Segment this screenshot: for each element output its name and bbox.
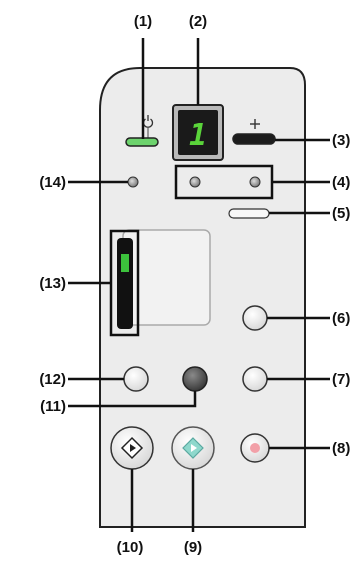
button-12[interactable] [123,366,149,392]
callout-8: (8) [332,440,350,457]
callout-10: (10) [117,539,144,556]
callout-3: (3) [332,132,350,149]
callout-4: (4) [332,174,350,191]
callout-14: (14) [39,174,66,191]
power-button[interactable] [125,115,159,147]
ink-lamp-left [189,176,201,188]
power-lamp [125,137,159,147]
callout-leaders [68,38,330,532]
button-7[interactable] [242,366,268,392]
diamond-start-icon [182,437,204,459]
plus-icon [250,119,260,129]
stop-reset-button[interactable] [240,433,270,463]
led-display: 1 [172,104,224,161]
display-digit: 1 [189,118,207,153]
callout-2: (2) [189,13,207,30]
ink-gauge-level [121,254,129,272]
callout-7: (7) [332,371,350,388]
stop-center-mark [250,443,260,453]
callout-9: (9) [184,539,202,556]
ink-gauge [109,229,140,337]
button-6[interactable] [242,305,268,331]
color-start-button[interactable] [171,426,215,470]
display-window [122,229,211,326]
diamond-start-icon [120,436,144,460]
button-11[interactable] [182,366,208,392]
callout-1: (1) [134,13,152,30]
alarm-lamp [228,208,270,219]
callout-13: (13) [39,275,66,292]
black-start-button[interactable] [110,426,154,470]
callout-12: (12) [39,371,66,388]
callout-6: (6) [332,310,350,327]
ink-lamp-right [249,176,261,188]
indicator-lamp [127,176,139,188]
callout-11: (11) [40,398,66,415]
callout-5: (5) [332,205,350,222]
